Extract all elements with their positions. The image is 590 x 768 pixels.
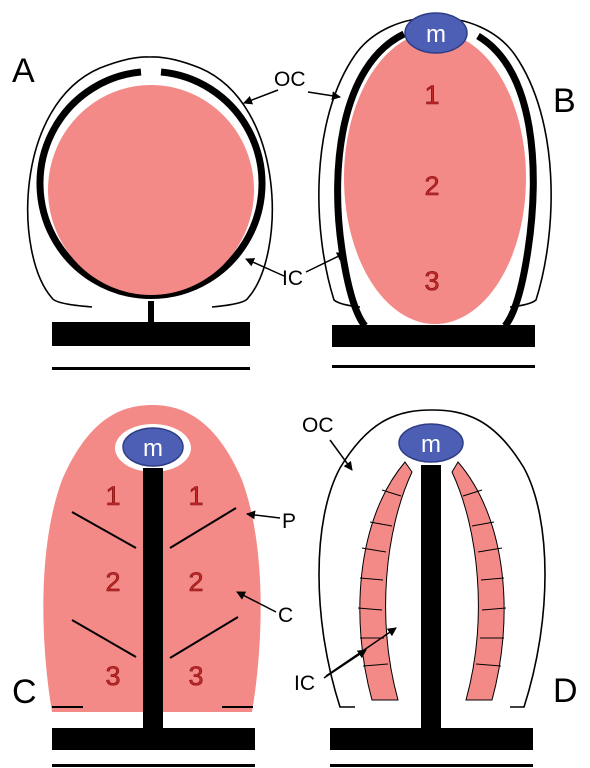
- panel-b-num-3: 3: [424, 266, 439, 296]
- panel-d-placenta: [330, 728, 533, 750]
- label-p: P: [282, 510, 296, 533]
- panel-c-right-num-1: 1: [188, 481, 203, 511]
- panel-b-num-1: 1: [424, 80, 439, 110]
- label-oc-d: OC: [302, 414, 334, 437]
- label-ic-ab: IC: [282, 267, 303, 290]
- arrow-oc-a: [244, 90, 278, 103]
- panel-a-baseline: [52, 367, 250, 370]
- label-oc-ab: OC: [274, 68, 306, 91]
- panel-b-placenta: [332, 325, 535, 347]
- panel-b-micropyle-label: m: [426, 21, 446, 48]
- label-c: C: [278, 604, 293, 627]
- panel-c-letter: C: [12, 673, 37, 711]
- panel-d-micropyle-label: m: [421, 431, 441, 458]
- panel-a-placenta: [52, 322, 250, 346]
- panel-d-letter: D: [553, 672, 578, 710]
- panel-c-right-num-3: 3: [188, 661, 203, 691]
- panel-b-num-2: 2: [424, 171, 439, 201]
- panel-c-left-num-1: 1: [105, 481, 120, 511]
- panel-a: A OC IC: [12, 52, 345, 370]
- panel-a-nucellus: [48, 85, 254, 295]
- label-ic-d: IC: [294, 672, 315, 695]
- panel-b-baseline: [332, 365, 535, 368]
- panel-d: D m: [294, 410, 578, 767]
- panel-c-micropyle-label: m: [143, 435, 163, 462]
- panel-c-placenta: [52, 728, 255, 750]
- panel-b-letter: B: [553, 82, 576, 120]
- panel-c-left-num-3: 3: [105, 661, 120, 691]
- panel-b: B m 1 2 3: [319, 13, 576, 368]
- panel-c-right-num-2: 2: [188, 567, 203, 597]
- panel-c: C m 1 2 3 1 2 3 P C: [12, 405, 296, 767]
- panel-d-baseline: [330, 764, 533, 767]
- panel-c-left-num-2: 2: [105, 567, 120, 597]
- panel-c-central-axis: [143, 468, 163, 730]
- panel-c-baseline: [52, 764, 255, 767]
- panel-d-central-axis: [421, 465, 441, 730]
- panel-a-letter: A: [12, 52, 35, 90]
- panel-a-funiculus: [148, 301, 154, 323]
